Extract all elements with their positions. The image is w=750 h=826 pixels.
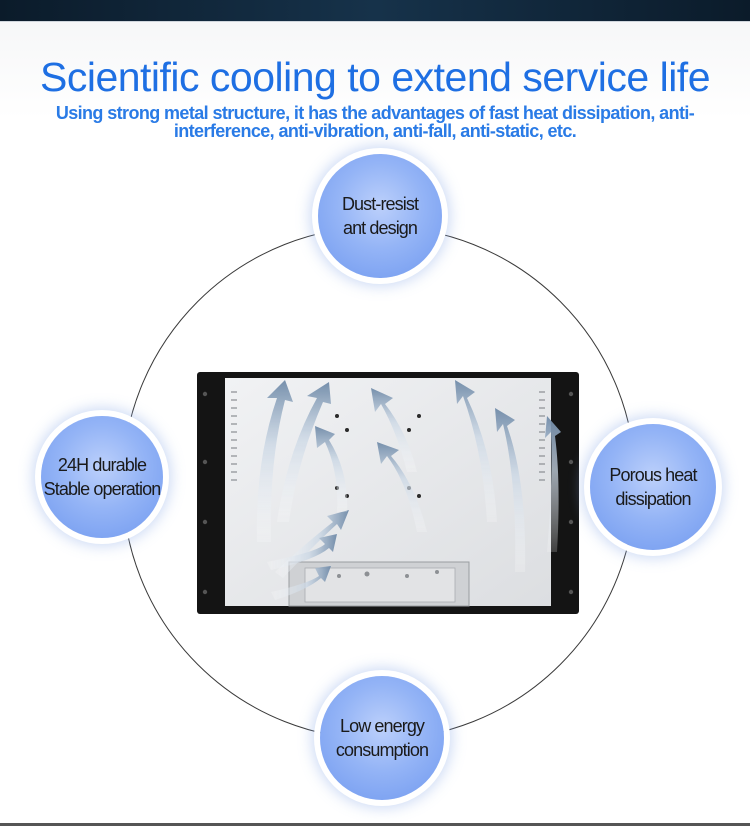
- connector-panel: [304, 567, 456, 603]
- left-vents: [231, 391, 237, 481]
- feature-bubble-low-energy: Low energy consumption: [320, 676, 444, 800]
- feature-label-line-1: Dust-resist: [341, 194, 419, 214]
- feature-label-line-2: Stable operation: [43, 479, 162, 499]
- monitor-rear-illustration: [197, 372, 579, 614]
- airflow-arrow-icon: [256, 380, 561, 600]
- top-banner-strip: [0, 0, 750, 22]
- subtitle-line-1: Using strong metal structure, it has the…: [55, 103, 695, 123]
- bottom-divider: [0, 823, 750, 826]
- feature-label-line-2: dissipation: [615, 489, 691, 509]
- feature-bubble-durable-operation: 24H durable Stable operation: [41, 416, 163, 538]
- right-vents: [539, 391, 545, 481]
- feature-label-line-1: 24H durable: [57, 455, 147, 475]
- mount-holes: [202, 391, 574, 595]
- subtitle-line-2: interference, anti-vibration, anti-fall,…: [173, 121, 577, 141]
- feature-label-line-2: ant design: [342, 218, 418, 238]
- page-title: Scientific cooling to extend service lif…: [39, 54, 711, 100]
- feature-bubble-heat-dissipation: Porous heat dissipation: [590, 424, 716, 550]
- feature-label-line-1: Low energy: [339, 716, 425, 736]
- feature-label-line-1: Porous heat: [609, 465, 697, 485]
- feature-bubble-dust-resistant: Dust-resist ant design: [318, 154, 442, 278]
- feature-label-line-2: consumption: [335, 740, 429, 760]
- page-subtitle: Using strong metal structure, it has the…: [40, 104, 710, 140]
